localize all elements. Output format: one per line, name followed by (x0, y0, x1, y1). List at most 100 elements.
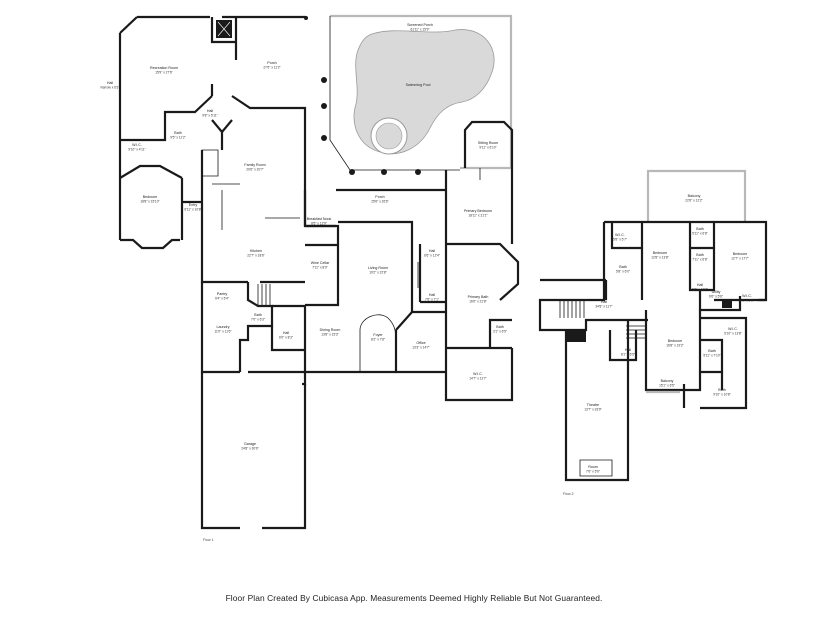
room-dimensions: 22'6" x 12'2" (685, 199, 702, 203)
room-label-hall: Hall (697, 283, 703, 287)
room-dimensions: 6'6" x 12'4" (424, 254, 440, 258)
room-dimensions: 7'11" x 8'0" (312, 266, 327, 270)
room-label-primary-bath: Primary Bath (468, 295, 489, 299)
floor-2-label: Floor 2 (563, 492, 574, 496)
room-dimensions: 6'0" x 8'3" (279, 336, 293, 340)
room-dimensions: 18'11" x 21'1" (468, 214, 487, 218)
room-label-breakfast-nook: Breakfast Nook (307, 217, 332, 221)
room-dimensions: 9'5" x 11'2" (170, 136, 185, 140)
room-label-bedroom: Bedroom (733, 252, 748, 256)
room-label-bedroom: Bedroom (668, 339, 683, 343)
room-dimensions: 18'8" x 15'10" (140, 200, 159, 204)
room-label-bath: Bath (696, 253, 703, 257)
room-label-family-room: Family Room (244, 163, 265, 167)
room-label-recreation-room: Recreation Room (150, 66, 178, 70)
room-label-hall: Hall (625, 348, 631, 352)
room-dimensions: 5'11" x 7'10" (703, 354, 720, 358)
room-label-bath: Bath (496, 325, 503, 329)
room-dimensions: 6'6" x 5'6" (709, 295, 723, 299)
room-dimensions: 5'7" x 10'7" (692, 288, 708, 292)
room-label-living-room: Living Room (368, 266, 388, 270)
room-label-theatre: Theatre (587, 403, 599, 407)
room-label-utility: Utility (712, 290, 721, 294)
room-label-w-i-c: W.I.C. (473, 372, 483, 376)
room-label-bath: Bath (708, 349, 715, 353)
room-dimensions: 5'10" x 13'8" (724, 332, 741, 336)
room-label-w-i-c: W.I.C. (728, 327, 738, 331)
room-label-office: Office (416, 341, 425, 345)
room-dimensions: 15'1" x 6'5" (659, 384, 675, 388)
room-dimensions: 27'6" x 11'2" (263, 66, 280, 70)
room-label-primary-bedroom: Primary Bedroom (464, 209, 492, 213)
room-dimensions: 7'6" x 7'1" (425, 298, 439, 302)
room-label-w-i-c: W.I.C. (742, 294, 752, 298)
room-label-hall: Hall (207, 109, 213, 113)
room-dimensions: 12'8" x 13'8" (651, 256, 668, 260)
room-dimensions: 24'8" x 30'9" (241, 447, 258, 451)
footer-disclaimer: Floor Plan Created By Cubicasa App. Meas… (225, 593, 603, 603)
room-dimensions: 7'0" x 6'3" (251, 318, 265, 322)
room-dimensions: 6'11" x 10'8" (184, 208, 201, 212)
room-dimensions: 8'5" x 12'9" (311, 222, 327, 226)
room-label-screened-porch: Screened Porch (407, 23, 433, 27)
room-dimensions: 9'10" x 4'11" (128, 148, 145, 152)
floor-1-plan (118, 14, 520, 530)
room-dimensions: 13'7" x 33'9" (584, 408, 601, 412)
room-label-bath: Bath (174, 131, 181, 135)
room-label-hall: Hall (429, 249, 435, 253)
room-dimensions: 9'11" x 6'10" (479, 146, 496, 150)
room-dimensions: 12'7" x 17'7" (731, 257, 748, 261)
room-dimensions: 11'0" x 11'6" (214, 330, 231, 334)
floor-1-label: Floor 1 (203, 538, 214, 542)
room-dimensions: 5'8" x 5'7" (613, 238, 627, 242)
room-label-swimming-pool: Swimming Pool (406, 83, 431, 87)
room-dimensions: 5'11" x 6'8" (692, 232, 707, 236)
room-dimensions: 5'8" x 6'0" (616, 270, 630, 274)
room-label-laundry: Laundry (217, 325, 230, 329)
room-label-wine-cellar: Wine Cellar (311, 261, 330, 265)
room-label-sitting-room: Sitting Room (478, 141, 499, 145)
room-dimensions: 9'10" x 10'8" (713, 393, 730, 397)
room-dimensions: 3'1" x 6'5" (493, 330, 507, 334)
floor-2-plan (538, 169, 768, 482)
room-dimensions: Narrow x 6'3" (101, 86, 120, 90)
room-dimensions: 7'1" x 5'6" (740, 299, 754, 303)
room-label-bath: Bath (619, 265, 626, 269)
room-label-porch: Porch (375, 195, 384, 199)
room-label-foyer: Foyer (373, 333, 383, 337)
room-label-bath: Bath (254, 313, 261, 317)
room-label-balcony: Balcony (661, 379, 674, 383)
room-label-porch: Porch (267, 61, 276, 65)
room-label-dining-room: Dining Room (320, 328, 341, 332)
room-dimensions: 16'8" x 19'2" (666, 344, 683, 348)
room-dimensions: 14'7" x 12'7" (469, 377, 486, 381)
room-label-bedroom: Bedroom (653, 251, 668, 255)
room-label-bath: Bath (696, 227, 703, 231)
room-dimensions: 61'11" x 15'9" (410, 28, 429, 32)
room-dimensions: 9'8" x 5'11" (202, 114, 217, 118)
room-dimensions: 8'1" x 6'5" (621, 353, 635, 357)
room-label-hall: Hall (429, 293, 435, 297)
room-dimensions: 19'2" x 22'8" (369, 271, 386, 275)
room-label-hall: Hall (601, 300, 607, 304)
room-dimensions: 9'4" x 5'4" (215, 297, 229, 301)
room-label-pantry: Pantry (217, 292, 228, 296)
room-dimensions: 25'6" x 26'6" (371, 200, 388, 204)
room-dimensions: 7'6" x 5'6" (586, 470, 600, 474)
room-label-w-i-c: W.I.C. (132, 143, 142, 147)
room-label-hall: Hall (283, 331, 289, 335)
room-dimensions: 8'2" x 7'8" (371, 338, 385, 342)
room-dimensions: 15'9" x 27'6" (155, 71, 172, 75)
room-label-hall: Hall (107, 81, 113, 85)
room-dimensions: 20'6" x 20'7" (246, 168, 263, 172)
room-label-kitchen: Kitchen (250, 249, 262, 253)
room-label-balcony: Balcony (688, 194, 701, 198)
room-label-garage: Garage (244, 442, 256, 446)
room-dimensions: 34'8" x 11'7" (595, 305, 612, 309)
room-dimensions: 13'3" x 14'7" (412, 346, 429, 350)
room-dimensions: 13'8" x 15'3" (321, 333, 338, 337)
room-label-entry: Entry (189, 203, 198, 207)
room-label-room: Room (588, 465, 598, 469)
